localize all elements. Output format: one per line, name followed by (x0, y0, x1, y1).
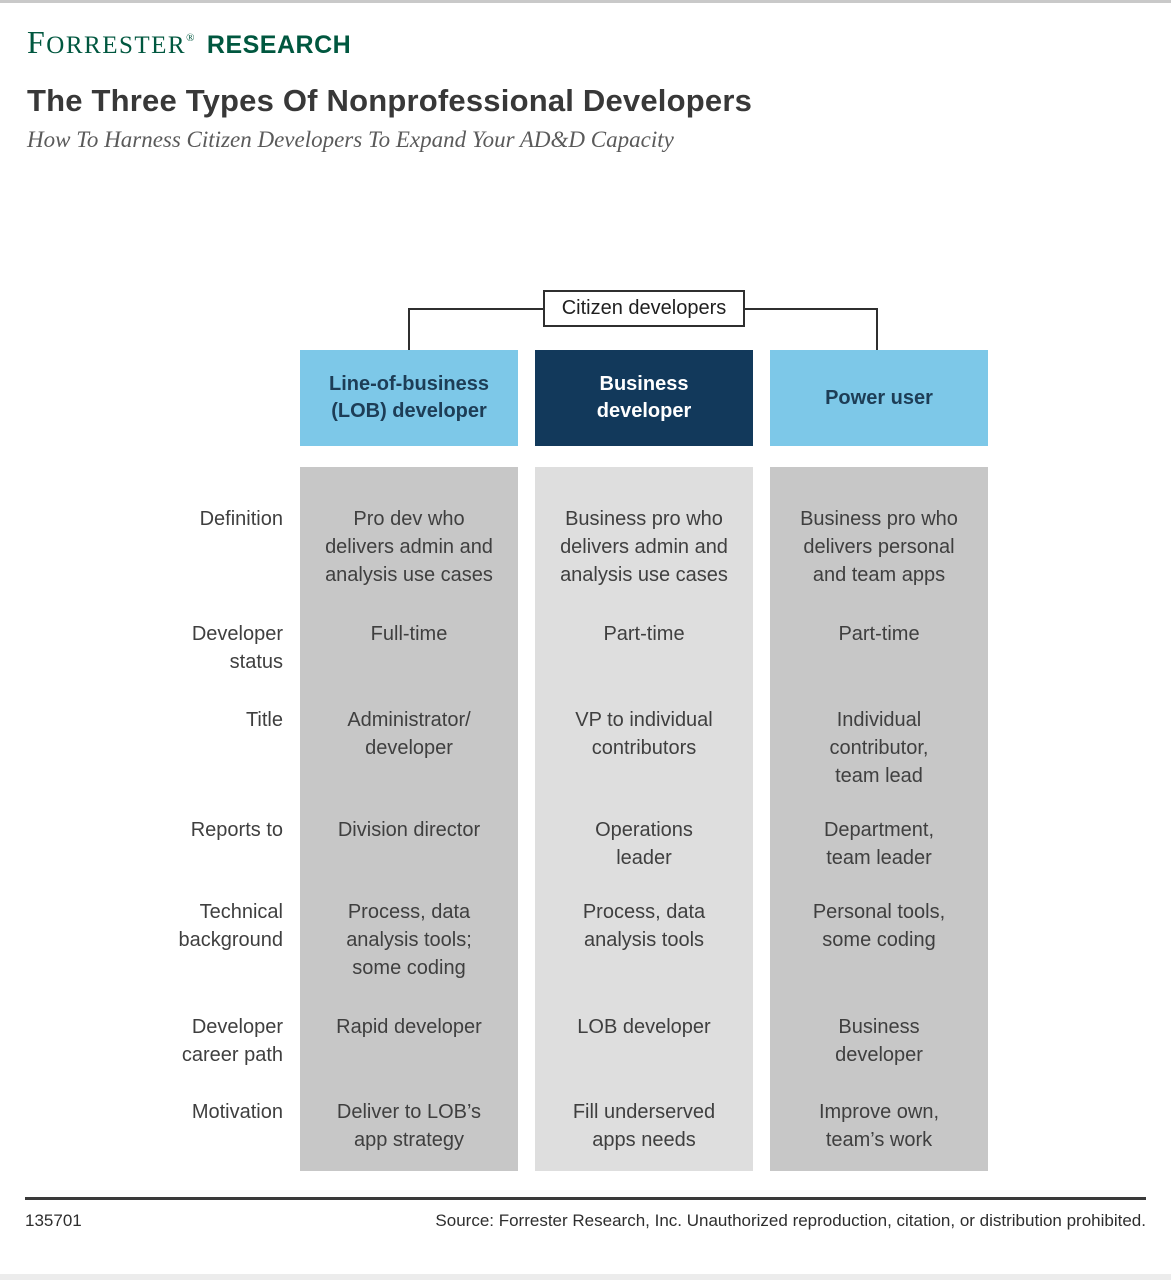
cell-title-power: Individual contributor, team lead (829, 709, 929, 787)
cell-title-lob: Administrator/ developer (347, 709, 471, 759)
bottom-strip (0, 1274, 1171, 1280)
citizen-developers-box: Citizen developers (543, 290, 745, 327)
figure-number: 135701 (25, 1211, 82, 1230)
connector-line-right-vertical (876, 308, 878, 352)
cell-background-lob: Process, data analysis tools; some codin… (346, 901, 472, 979)
cell-background-power: Personal tools, some coding (812, 901, 946, 951)
row-label: Developer status (191, 623, 283, 673)
cell-definition-power: Business pro who delivers personal and t… (800, 508, 958, 586)
column-header-lob-developer: Line-of-business (LOB) developer (300, 350, 518, 446)
logo-wordmark-forrester: FORRESTER® (27, 24, 194, 60)
registered-trademark-icon: ® (186, 32, 195, 44)
cell-motivation-power: Improve own, team’s work (818, 1101, 940, 1151)
table-row-title: Title Administrator/ developer VP to ind… (0, 706, 1171, 816)
column-header-business-developer: Business developer (535, 350, 753, 446)
footer-rule (25, 1197, 1146, 1200)
cell-title-business: VP to individual contributors (575, 709, 713, 759)
table-row-reports-to: Reports to Division director Operations … (0, 816, 1171, 898)
cell-status-lob: Full-time (370, 623, 448, 645)
connector-line-left-horizontal (408, 308, 544, 310)
column-background-lob (300, 467, 518, 1171)
forrester-logo: FORRESTER® RESEARCH (27, 24, 351, 61)
row-label: Reports to (190, 819, 283, 841)
column-background-power (770, 467, 988, 1171)
row-label: Motivation (191, 1101, 283, 1123)
table-row-career-path: Developer career path Rapid developer LO… (0, 1013, 1171, 1098)
cell-status-business: Part-time (603, 623, 685, 645)
source-note: Source: Forrester Research, Inc. Unautho… (435, 1211, 1146, 1230)
cell-career-power: Business developer (835, 1016, 923, 1066)
logo-letter: F (27, 24, 47, 60)
cell-definition-business: Business pro who delivers admin and anal… (560, 508, 728, 586)
row-label: Developer career path (181, 1016, 283, 1066)
cell-motivation-business: Fill underserved apps needs (572, 1101, 716, 1151)
row-label: Technical background (178, 901, 283, 951)
cell-reports-business: Operations leader (595, 819, 693, 869)
page-subtitle: How To Harness Citizen Developers To Exp… (27, 127, 674, 152)
cell-status-power: Part-time (838, 623, 920, 645)
row-label: Definition (199, 508, 283, 530)
comparison-table: Definition Pro dev who delivers admin an… (0, 505, 1171, 1171)
logo-wordmark-research: RESEARCH (206, 31, 352, 59)
cell-motivation-lob: Deliver to LOB’s app strategy (336, 1101, 482, 1151)
table-row-definition: Definition Pro dev who delivers admin an… (0, 505, 1171, 620)
cell-reports-power: Department, team leader (823, 819, 935, 869)
table-row-motivation: Motivation Deliver to LOB’s app strategy… (0, 1098, 1171, 1171)
cell-background-business: Process, data analysis tools (582, 901, 706, 951)
column-header-power-user: Power user (770, 350, 988, 446)
cell-career-business: LOB developer (577, 1016, 711, 1038)
connector-line-left-vertical (408, 308, 410, 352)
top-border (0, 0, 1171, 3)
page-title: The Three Types Of Nonprofessional Devel… (27, 83, 753, 118)
cell-reports-lob: Division director (337, 819, 481, 841)
cell-career-lob: Rapid developer (336, 1016, 482, 1038)
logo-letters: ORRESTER (46, 32, 187, 59)
cell-definition-lob: Pro dev who delivers admin and analysis … (325, 508, 493, 586)
row-label: Title (245, 709, 283, 731)
column-background-business (535, 467, 753, 1171)
table-row-technical-background: Technical background Process, data analy… (0, 898, 1171, 1013)
connector-line-right-horizontal (744, 308, 878, 310)
table-row-developer-status: Developer status Full-time Part-time Par… (0, 620, 1171, 706)
